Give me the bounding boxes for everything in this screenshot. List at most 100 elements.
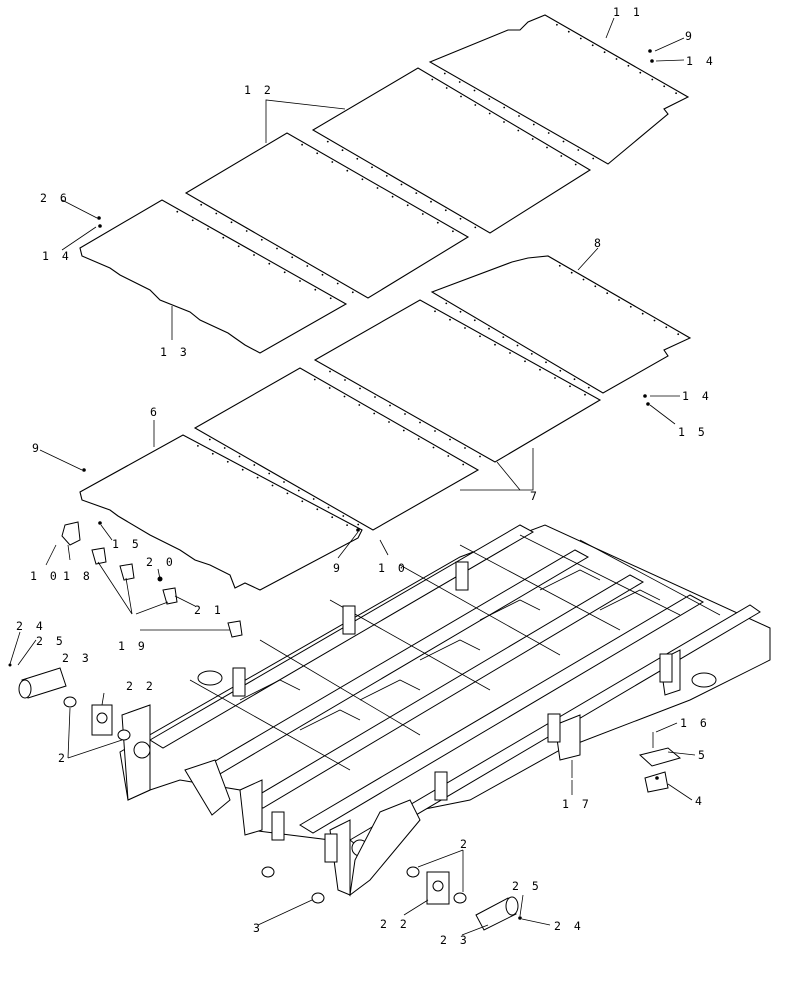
fastener-dot xyxy=(342,515,345,517)
fastener-dot xyxy=(253,464,256,466)
fastener-dot xyxy=(532,123,535,126)
callout-6: 6 xyxy=(150,405,160,419)
fastener-dot xyxy=(458,81,461,83)
bracket-19-4 xyxy=(227,620,243,638)
fastener-dot xyxy=(431,78,434,81)
fastener-dot xyxy=(567,30,570,33)
plate-13 xyxy=(79,199,348,354)
callout-10-left: 1 0 xyxy=(30,569,60,583)
pin-23-right xyxy=(475,896,519,931)
fastener-dot xyxy=(488,112,491,115)
callout-3: 3 xyxy=(253,921,263,935)
fastener-dot xyxy=(558,264,561,267)
callout-17: 1 7 xyxy=(562,797,592,811)
fastener-dot xyxy=(651,78,654,81)
fastener-dot xyxy=(445,302,448,305)
fastener-dot xyxy=(665,326,668,329)
fastener-dot xyxy=(449,318,451,321)
fastener-dot xyxy=(546,146,548,149)
fastener-dot xyxy=(594,285,597,288)
fastener-dot xyxy=(245,230,248,232)
fastener-dot xyxy=(460,95,462,98)
callout-9-mid: 9 xyxy=(333,561,343,575)
fastener-dot xyxy=(570,271,573,274)
fastener-dot xyxy=(176,210,179,213)
bushing-2-c xyxy=(406,866,420,878)
fastener-dot xyxy=(488,327,490,330)
block-4 xyxy=(644,771,669,793)
fastener-dot xyxy=(474,104,477,106)
fastener-dot xyxy=(592,157,595,160)
fastener-dot xyxy=(663,85,666,88)
fastener-dot xyxy=(591,44,594,47)
fastener-dot xyxy=(301,500,304,503)
fastener-dot xyxy=(464,327,466,329)
fastener-dot xyxy=(328,387,331,389)
fastener-dot xyxy=(462,463,465,466)
fastener-dot xyxy=(344,379,346,381)
callout-25-right: 2 5 xyxy=(512,879,542,893)
fastener-dot xyxy=(299,280,301,282)
callout-24-right: 2 4 xyxy=(554,919,584,933)
fastener-dot xyxy=(473,89,476,92)
fastener-dot xyxy=(677,333,680,336)
fastener-dot xyxy=(336,282,339,285)
fastener-dot xyxy=(268,472,271,475)
callout-15-right: 1 5 xyxy=(678,425,708,439)
fastener-dot xyxy=(562,140,565,143)
fastener-dot xyxy=(197,445,199,447)
callout-8: 8 xyxy=(594,236,604,250)
callout-9-left: 9 xyxy=(32,441,42,455)
bearing-block-22-left xyxy=(91,704,113,736)
callout-7: 7 xyxy=(530,489,540,503)
callout-11: 1 1 xyxy=(613,5,643,19)
fastener-dot xyxy=(346,524,348,526)
fastener-dot xyxy=(579,37,582,40)
fastener-dot xyxy=(434,430,436,432)
callout-13: 1 3 xyxy=(160,345,190,359)
fastener-dot xyxy=(417,438,420,440)
fastener-dot xyxy=(539,368,541,371)
fastener-dot xyxy=(639,71,642,74)
plate-7-front xyxy=(193,367,480,531)
fastener-dot xyxy=(215,212,218,215)
plate-8 xyxy=(430,255,692,394)
callout-25-left: 2 5 xyxy=(36,634,66,648)
callout-23-left: 2 3 xyxy=(62,651,92,665)
fastener-dot xyxy=(582,278,585,281)
fastener-dot xyxy=(473,319,476,322)
fastener-dot xyxy=(329,370,331,373)
fastener-dot xyxy=(361,178,364,181)
fastener-dot xyxy=(331,516,334,519)
fastener-dot xyxy=(316,152,319,155)
fastener-dot xyxy=(402,429,405,432)
callout-16: 1 6 xyxy=(680,716,710,730)
fastener-dot xyxy=(326,140,329,143)
bushing-2-d xyxy=(453,892,467,904)
fastener-dot xyxy=(314,288,317,291)
callout-4: 4 xyxy=(695,794,705,808)
callout-14-top: 1 4 xyxy=(686,54,716,68)
callout-22-right: 2 2 xyxy=(380,917,410,931)
fastener-dot xyxy=(329,297,332,300)
fastener-dot xyxy=(191,219,194,222)
fastener-dot xyxy=(406,204,409,207)
fastener-dot xyxy=(573,378,576,381)
fastener-dot xyxy=(547,132,550,134)
callout-5: 5 xyxy=(698,748,708,762)
fastener-dot xyxy=(518,115,520,117)
plate-12-rear xyxy=(311,67,592,234)
fastener-dot xyxy=(291,256,294,259)
fastener-dot xyxy=(200,203,203,206)
leader-lines xyxy=(9,17,696,936)
fastener-dot xyxy=(436,221,439,224)
fastener-dot xyxy=(574,163,577,166)
fastener-dot xyxy=(341,149,344,152)
bushing-3-a xyxy=(261,866,275,878)
fastener-dot xyxy=(238,455,241,458)
callout-14-right: 1 4 xyxy=(682,389,712,403)
fastener-dot xyxy=(434,310,436,313)
fastener-dot xyxy=(268,262,271,265)
fastener-dot xyxy=(488,98,491,100)
fastener-dot xyxy=(356,157,359,160)
